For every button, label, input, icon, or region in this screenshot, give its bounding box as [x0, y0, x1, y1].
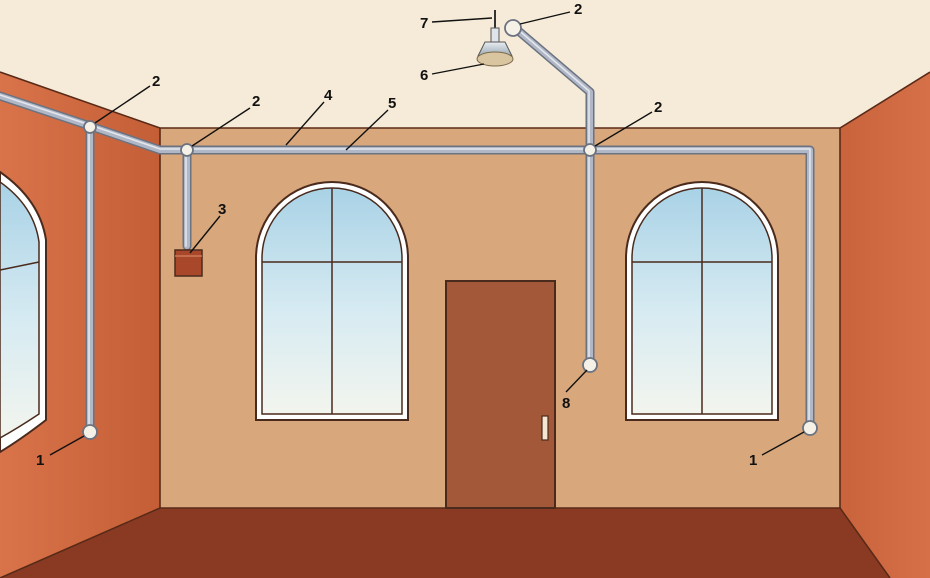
- left-wall: [0, 72, 160, 578]
- callout-3: 3: [218, 201, 226, 218]
- callout-6: 6: [420, 67, 428, 84]
- socket-right: [802, 420, 818, 436]
- switch: [582, 357, 598, 373]
- callout-1-right: 1: [749, 452, 757, 469]
- callout-leaders: [49, 11, 805, 456]
- callout-2-center: 2: [654, 99, 662, 116]
- ceiling: [0, 0, 930, 128]
- window-right: [625, 181, 779, 421]
- conduit: [0, 23, 815, 437]
- connector-center: [583, 143, 597, 157]
- callout-7: 7: [420, 15, 428, 32]
- window-center: [255, 181, 409, 421]
- callout-5: 5: [388, 95, 396, 112]
- connector-left-wall: [83, 120, 97, 134]
- callout-1-left: 1: [36, 452, 44, 469]
- junction-box: [174, 249, 203, 277]
- socket-left: [82, 424, 98, 440]
- callout-2-left-wall: 2: [152, 73, 160, 90]
- door: [445, 280, 556, 509]
- room-edges: [0, 71, 930, 578]
- left-wall-window: [0, 170, 47, 454]
- connector-ceiling: [504, 19, 522, 37]
- connectors: [83, 19, 597, 157]
- outlets: [82, 357, 818, 440]
- right-wall: [840, 72, 930, 578]
- callout-2-ceiling: 2: [574, 1, 582, 18]
- door-handle: [541, 415, 549, 441]
- callout-4: 4: [324, 87, 333, 104]
- callout-2-corner: 2: [252, 93, 260, 110]
- connector-corner: [180, 143, 194, 157]
- ceiling-lamp: [476, 10, 514, 67]
- floor: [0, 508, 890, 578]
- callout-8: 8: [562, 395, 570, 412]
